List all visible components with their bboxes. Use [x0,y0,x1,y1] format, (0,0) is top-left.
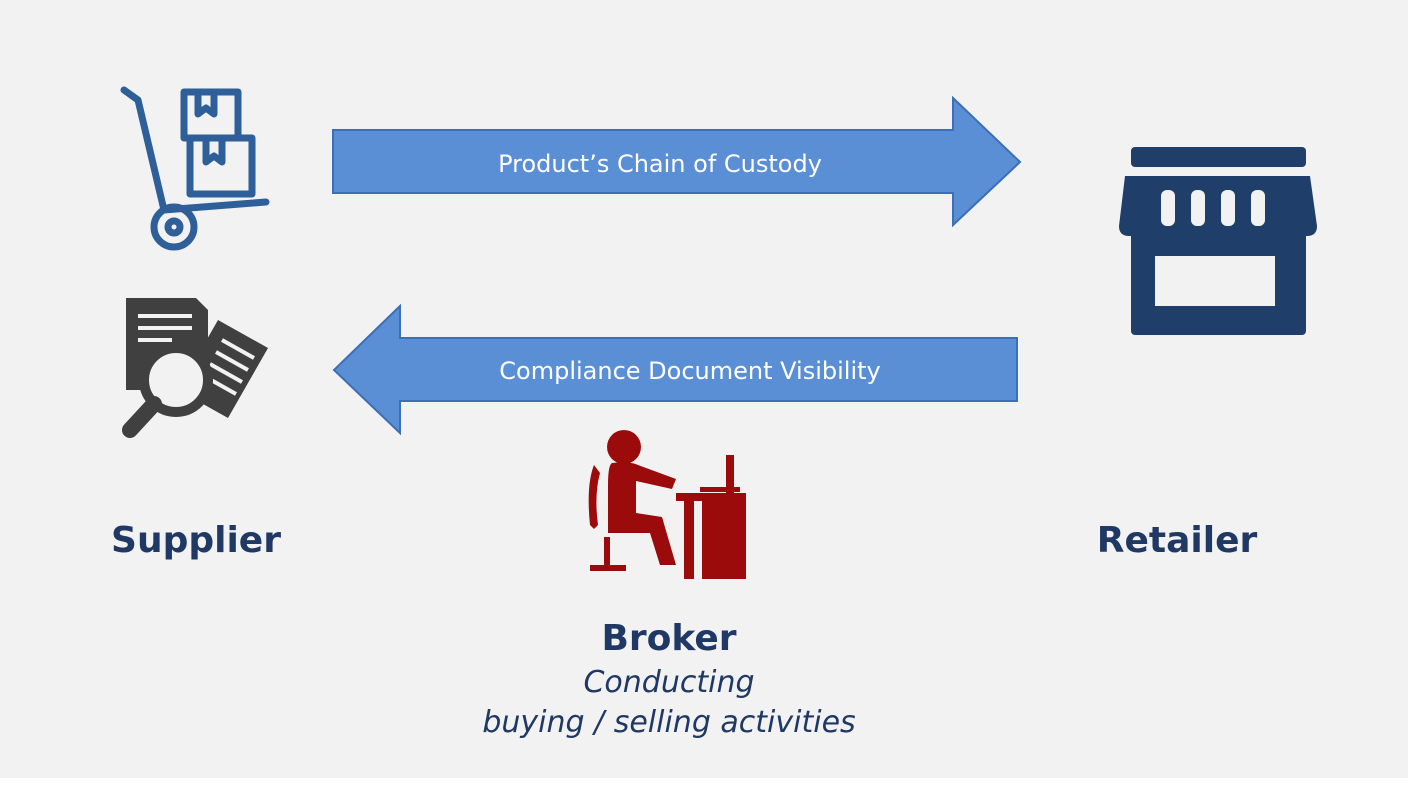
broker-description-line-2: buying / selling activities [482,705,856,740]
broker-label: Broker [601,618,737,659]
arrow-left [332,303,1018,436]
hand-truck-boxes-icon [120,86,270,251]
arrow-right [332,95,1022,228]
chain-of-custody-label: Product’s Chain of Custody [498,150,822,178]
supplier-label: Supplier [111,520,281,561]
person-at-desk-icon [588,430,746,579]
document-search-icon [122,298,268,438]
retailer-label: Retailer [1096,520,1258,561]
compliance-visibility-label: Compliance Document Visibility [499,357,881,385]
storefront-icon [1119,147,1317,335]
broker-description-line-1: Conducting [583,665,755,700]
